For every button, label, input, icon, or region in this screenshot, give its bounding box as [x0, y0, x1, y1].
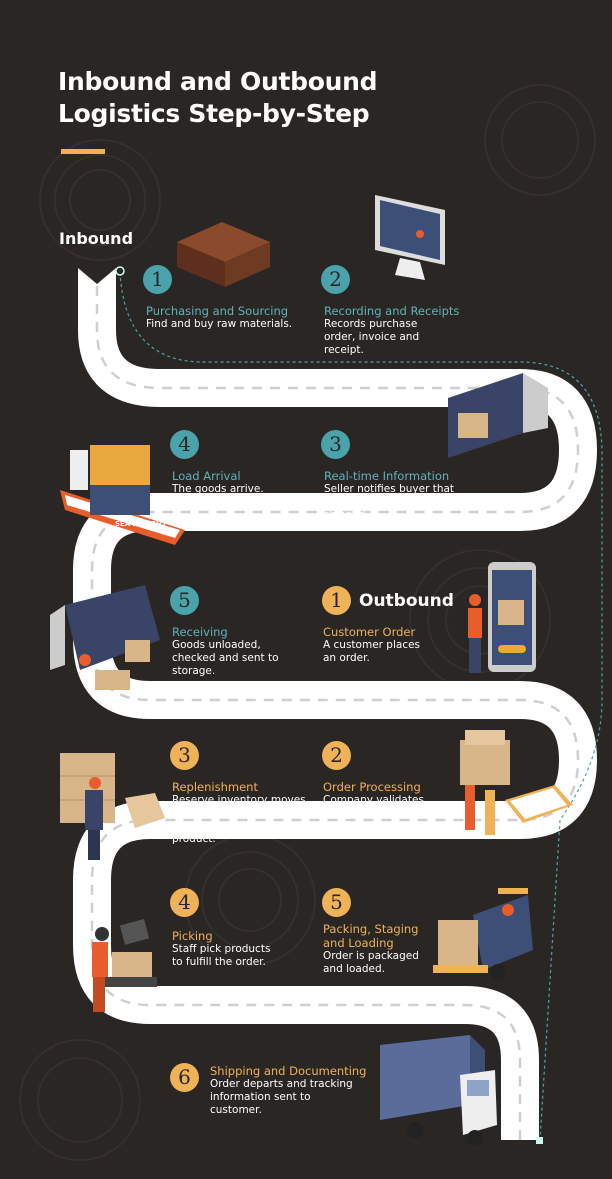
step-description: Company validates order and allocates pr…: [323, 794, 425, 832]
step-number-badge: 3: [321, 430, 350, 459]
computer-monitor-icon: [375, 195, 445, 280]
warehouse-boxes-icon: [60, 753, 165, 860]
title-line-1: Inbound and Outbound: [58, 67, 378, 96]
step-description: Seller notifies buyer that goods have be…: [324, 483, 455, 521]
ship-label: SEA FREIGHT: [115, 520, 167, 528]
step-number-badge: 6: [170, 1063, 199, 1092]
page-title: Inbound and Outbound Logistics Step-by-S…: [58, 66, 378, 130]
step-description: Order is packaged and loaded.: [323, 950, 419, 975]
step-title: Load Arrival: [172, 469, 241, 483]
step-description: Order departs and tracking information s…: [210, 1078, 353, 1116]
container-truck-icon: [380, 1035, 497, 1146]
wood-pallet-icon: [177, 222, 270, 287]
step-number-badge: 4: [170, 430, 199, 459]
step-number-badge: 2: [321, 265, 350, 294]
step-title: Real-time Information: [324, 469, 450, 483]
step-title: Customer Order: [323, 625, 416, 639]
smartphone-order-icon: [468, 562, 536, 673]
forklift-icon: [433, 888, 533, 980]
step-number-badge: 4: [170, 888, 199, 917]
step-number-badge: 2: [322, 741, 351, 770]
step-number-badge: 3: [170, 741, 199, 770]
step-description: Staff pick products to fulfill the order…: [172, 943, 271, 968]
outbound-label: Outbound: [359, 591, 454, 611]
inbound-label: Inbound: [59, 229, 134, 248]
step-number-badge: 5: [170, 586, 199, 615]
step-title: Receiving: [172, 625, 228, 639]
delivery-truck-icon: [448, 373, 548, 458]
step-number-badge: 1: [143, 265, 172, 294]
step-number-badge: 5: [322, 888, 351, 917]
step-description: Goods unloaded, checked and sent to stor…: [172, 639, 279, 677]
title-underline: [61, 149, 105, 154]
scale-worker-icon: [92, 918, 157, 1012]
step-description: A customer places an order.: [323, 639, 421, 664]
step-description: Reserve inventory moves to primary stora…: [172, 794, 306, 845]
step-title: Recording and Receipts: [324, 304, 460, 318]
title-line-2: Logistics Step-by-Step: [58, 99, 370, 128]
step-description: Records purchase order, invoice and rece…: [324, 318, 420, 356]
clipboard-boxes-icon: [460, 730, 573, 835]
step-description: The goods arrive.: [172, 483, 264, 495]
cargo-ship-icon: SEA FREIGHT: [60, 445, 185, 545]
step-title: Order Processing: [323, 780, 421, 794]
step-description: Find and buy raw materials.: [146, 318, 293, 330]
step-title: Picking: [172, 929, 213, 943]
step-title: Shipping and Documenting: [210, 1064, 367, 1078]
unloading-truck-icon: [50, 585, 160, 690]
step-title: Replenishment: [172, 780, 258, 794]
step-title: Packing, Staging and Loading: [323, 922, 419, 950]
step-title: Purchasing and Sourcing: [146, 304, 289, 318]
step-number-badge: 1: [322, 586, 351, 615]
